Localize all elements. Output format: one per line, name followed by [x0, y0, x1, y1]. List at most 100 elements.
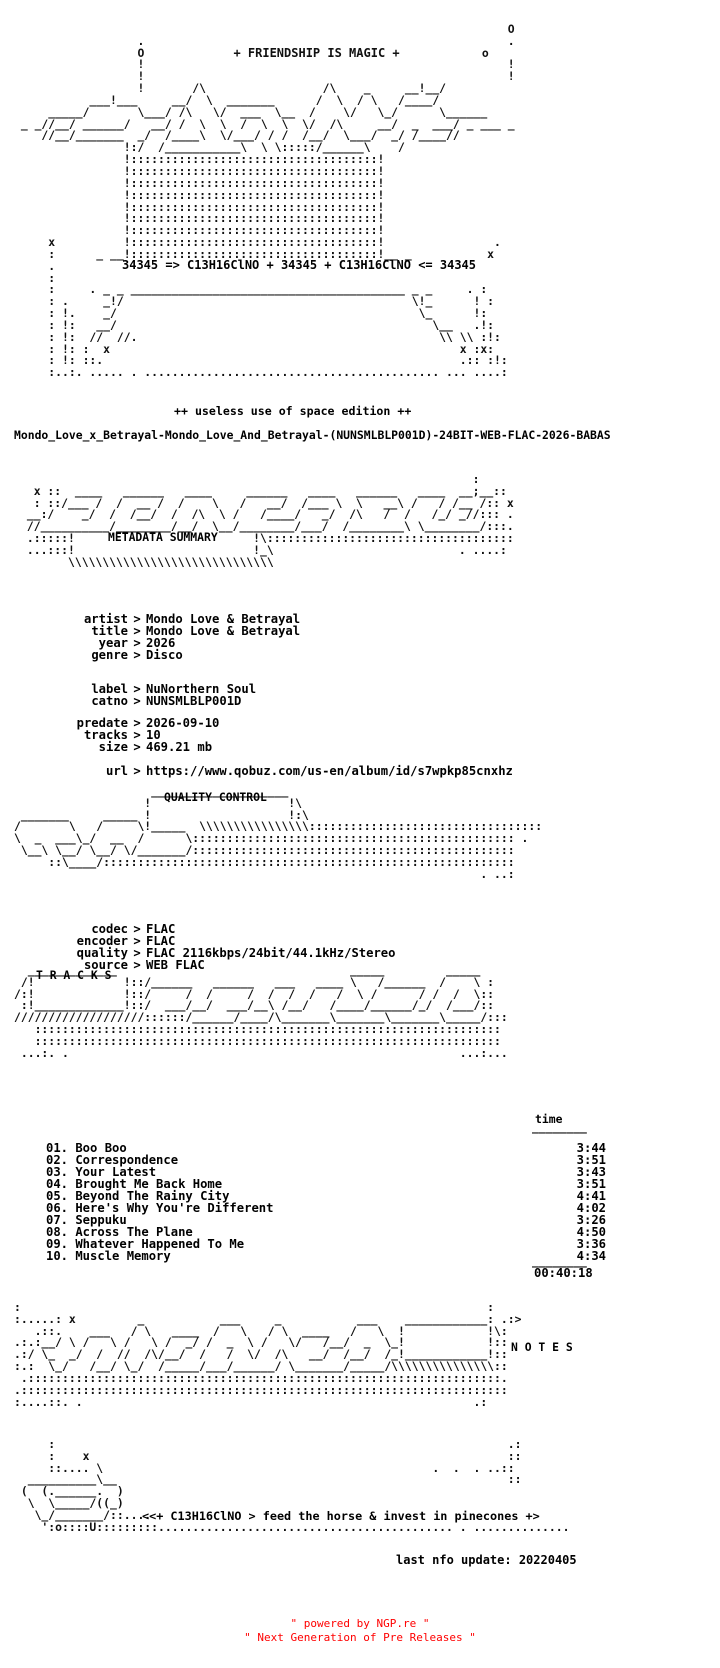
track-time: 3:43 — [576, 1165, 606, 1179]
metadata-value: NUNSMLBLP001D — [146, 694, 242, 708]
track-title: 09. Whatever Happened To Me — [46, 1237, 245, 1251]
metadata-separator: > — [133, 728, 141, 742]
metadata-value: NuNorthern Soul — [146, 682, 257, 696]
track-title: 05. Beyond The Rainy City — [46, 1189, 230, 1203]
track-time: 3:26 — [576, 1213, 606, 1227]
formula-text: 34345 => C13H16ClNO + 34345 + C13H16ClNO… — [122, 258, 477, 272]
metadata-row-url[interactable]: url > https://www.qobuz.com/us-en/album/id… — [48, 765, 513, 777]
metadata-key: size — [98, 740, 128, 754]
metadata-value: 10 — [146, 728, 161, 742]
total-underline: ________ — [532, 1254, 587, 1268]
track-row: 08. Across The Plane 4:50 — [46, 1226, 606, 1238]
quality-separator: > — [133, 934, 141, 948]
metadata-value: Disco — [146, 648, 183, 662]
track-row: 01. Boo Boo 3:44 — [46, 1142, 606, 1154]
track-title: 02. Correspondence — [46, 1153, 179, 1167]
notes-line: <<+ C13H16ClNO > feed the horse & invest… — [142, 1509, 540, 1523]
track-row: 07. Seppuku 3:26 — [46, 1214, 606, 1226]
quality-separator: > — [133, 958, 141, 972]
track-title: 10. Muscle Memory — [46, 1249, 171, 1263]
track-time: 3:44 — [576, 1141, 606, 1155]
metadata-separator: > — [133, 740, 141, 754]
metadata-header-art: : x :: ____ ______ ____ ______ ____ ____… — [26, 471, 514, 569]
time-header-underline: ________ — [532, 1120, 587, 1134]
metadata-value: https://www.qobuz.com/us-en/album/id/s7w… — [146, 764, 513, 778]
release-name: Mondo_Love_x_Betrayal-Mondo_Love_And_Bet… — [14, 428, 611, 442]
track-title: 04. Brought Me Back Home — [46, 1177, 223, 1191]
quality-header-art: ____________________ ! !\ _______ _____ … — [14, 783, 543, 881]
metadata-key: title — [91, 624, 128, 638]
quality-separator: > — [133, 922, 141, 936]
track-time: 3:51 — [576, 1153, 606, 1167]
metadata-separator: > — [133, 612, 141, 626]
metadata-key: catno — [91, 694, 128, 708]
track-time: 3:36 — [576, 1237, 606, 1251]
track-time: 4:34 — [576, 1249, 606, 1263]
quality-key: codec — [91, 922, 128, 936]
time-header: time — [535, 1112, 563, 1126]
metadata-separator: > — [133, 764, 141, 778]
metadata-row-catno: catno > NUNSMLBLP001D — [48, 695, 241, 707]
quality-key: quality — [76, 946, 128, 960]
metadata-row-year: year>2026 — [48, 636, 176, 650]
quality-row-codec: codec>FLAC — [48, 923, 175, 935]
metadata-separator: > — [133, 716, 141, 730]
quality-row-source: source > WEB FLAC — [48, 959, 205, 971]
metadata-separator: > — [133, 694, 141, 708]
quality-key: source — [83, 958, 128, 972]
metadata-value: 469.21 mb — [146, 740, 213, 754]
metadata-row-artist: artist>Mondo Love & Betrayal — [48, 613, 300, 625]
metadata-value: 2026 — [146, 636, 176, 650]
metadata-value: Mondo Love & Betrayal — [146, 624, 301, 638]
track-row: 02. Correspondence 3:51 — [46, 1154, 606, 1166]
metadata-row-genre: genre > Disco — [48, 648, 183, 662]
metadata-value: Mondo Love & Betrayal — [146, 612, 301, 626]
quality-row-quality: quality > FLAC 2116kbps/24bit/44.1kHz/Ster… — [48, 946, 396, 960]
metadata-key: label — [91, 682, 128, 696]
metadata-separator: > — [133, 682, 141, 696]
metadata-row-label: label > NuNorthern Soul — [48, 683, 256, 695]
track-time: 4:41 — [576, 1189, 606, 1203]
track-time: 4:02 — [576, 1201, 606, 1215]
track-row: 04. Brought Me Back Home 3:51 — [46, 1178, 606, 1190]
tracks-title: T R A C K S — [36, 968, 112, 982]
quality-value: WEB FLAC — [146, 958, 205, 972]
total-time: 00:40:18 — [534, 1266, 593, 1280]
track-time: 4:50 — [576, 1225, 606, 1239]
metadata-key: tracks — [83, 728, 128, 742]
metadata-separator: > — [133, 624, 141, 638]
metadata-row-size: size >469.21 mb — [48, 741, 212, 753]
track-time: 3:51 — [576, 1177, 606, 1191]
quality-title: QUALITY CONTROL — [164, 790, 267, 804]
track-row: 10. Muscle Memory 4:34 — [46, 1250, 606, 1262]
track-title: 07. Seppuku — [46, 1213, 127, 1227]
quality-key: encoder — [76, 934, 128, 948]
metadata-row-title: title > Mondo Love & Betrayal — [48, 625, 300, 637]
tracks-header-art: _____________ _____ _____ /! !::/______ … — [14, 962, 508, 1060]
metadata-title: METADATA SUMMARY — [108, 530, 218, 544]
banner-text: + FRIENDSHIP IS MAGIC + — [233, 45, 400, 60]
track-title: 01. Boo Boo — [46, 1141, 127, 1155]
metadata-value: 2026-09-10 — [146, 716, 220, 730]
metadata-separator: > — [133, 648, 141, 662]
metadata-key: genre — [91, 648, 128, 662]
last-update: last nfo update: 20220405 — [396, 1553, 577, 1567]
metadata-row-predate: predate>2026-09-10 — [48, 716, 220, 730]
track-title: 03. Your Latest — [46, 1165, 157, 1179]
quality-value: FLAC 2116kbps/24bit/44.1kHz/Stereo — [146, 946, 396, 960]
notes-header-art: : : :.....: x _ ___ _ ___ ____________: … — [14, 1299, 522, 1409]
track-row: 03. Your Latest 3:43 — [46, 1166, 606, 1178]
footer-powered-by: " powered by NGP.re " — [290, 1617, 430, 1630]
quality-separator: > — [133, 946, 141, 960]
track-row: 09. Whatever Happened To Me 3:36 — [46, 1238, 606, 1250]
quality-value: FLAC — [146, 934, 176, 948]
track-row: 05. Beyond The Rainy City 4:41 — [46, 1190, 606, 1202]
footer-tagline: " Next Generation of Pre Releases " — [244, 1631, 476, 1644]
edition-line: ++ useless use of space edition ++ — [174, 404, 412, 418]
quality-row-encoder: encoder > FLAC — [48, 934, 176, 948]
metadata-key: url — [105, 764, 128, 778]
track-title: 08. Across The Plane — [46, 1225, 193, 1239]
header-ascii-art: O . . O + FRIENDSHIP IS MAGIC + o ! — [20, 21, 515, 380]
